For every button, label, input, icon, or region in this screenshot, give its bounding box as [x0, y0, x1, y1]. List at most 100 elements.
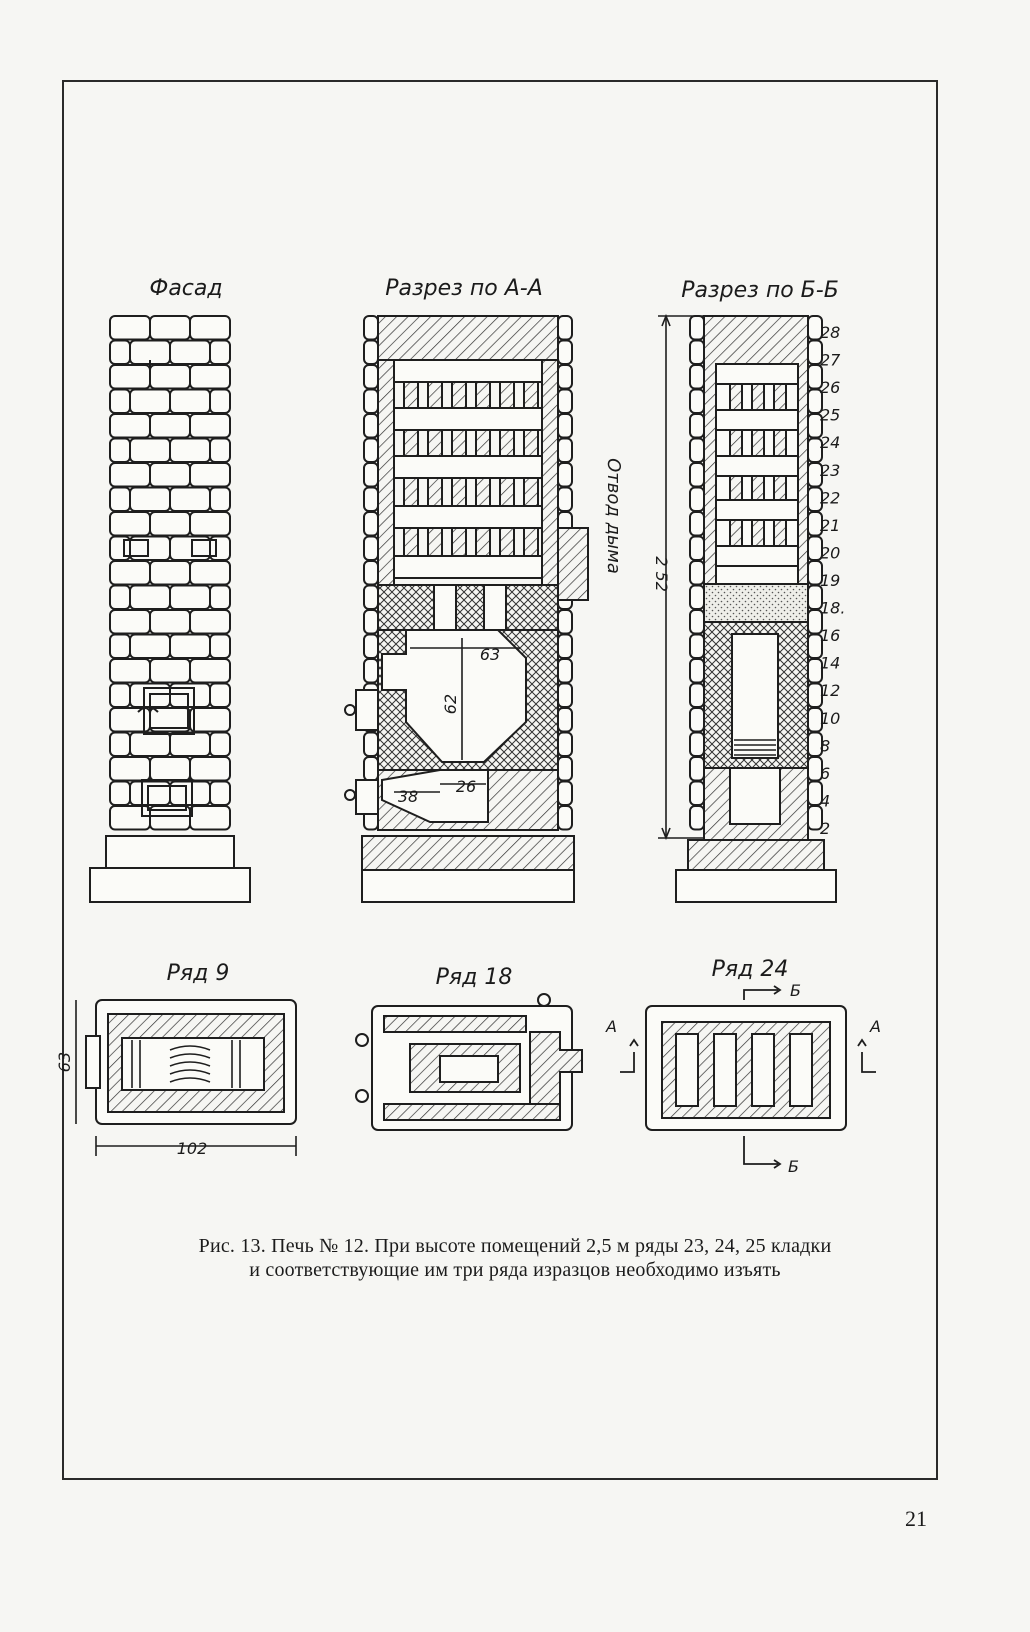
- row-number: 23: [820, 461, 840, 480]
- channel-pillar: [499, 527, 515, 557]
- facade-tile: [189, 658, 231, 684]
- ash-door-icon: [141, 779, 193, 817]
- facade-tile: [129, 633, 171, 659]
- aa-fire-door-icon: [355, 689, 379, 731]
- facade-tile: [149, 413, 191, 439]
- aa-vault-left-flue: [433, 584, 457, 631]
- facade-tile: [209, 339, 231, 365]
- row-number: 14: [820, 654, 840, 673]
- channel-pillar: [523, 429, 539, 457]
- figure-caption: Рис. 13. Печь № 12. При высоте помещений…: [70, 1234, 960, 1282]
- channel-band: [393, 359, 543, 383]
- facing-tile: [689, 462, 705, 488]
- aa-ash-door-icon: [355, 779, 379, 815]
- row9-title: Ряд 9: [167, 961, 230, 986]
- facing-tile: [363, 535, 379, 561]
- row24-channel: [713, 1033, 737, 1107]
- facing-tile: [689, 633, 705, 659]
- channel-band: [393, 407, 543, 431]
- facade-tile: [109, 805, 151, 831]
- smoke-outlet-pipe: [557, 527, 589, 601]
- facing-tile: [689, 805, 705, 831]
- ash-door-frame-icon: [147, 785, 187, 811]
- facade-tile: [109, 682, 131, 708]
- facing-tile: [363, 388, 379, 414]
- facade-tile-grid: [109, 315, 231, 831]
- facing-tile: [557, 437, 573, 463]
- aa-dimension-lines: [394, 638, 520, 793]
- facade-tile: [109, 437, 131, 463]
- channel-pillar: [475, 381, 491, 409]
- facade-tile: [209, 437, 231, 463]
- facade-tile: [129, 584, 171, 610]
- facing-tile: [557, 315, 573, 341]
- row9-grate-bars: [131, 1040, 241, 1088]
- facade-tile: [169, 437, 211, 463]
- aa-left-wall: [377, 359, 395, 591]
- frame-right-rule: [936, 80, 938, 1480]
- facade-tile: [109, 364, 151, 390]
- plan-row-9: Ряд 9 63 102: [55, 961, 297, 1158]
- facade-tile: [209, 682, 231, 708]
- plan-dim-63: 63: [55, 1052, 74, 1072]
- fire-door-frame-icon: [149, 693, 189, 729]
- facade-base: [89, 867, 251, 903]
- row-number: 28: [820, 323, 840, 342]
- facing-tile: [689, 486, 705, 512]
- facade-tile: [109, 339, 131, 365]
- row9-door-icon: [85, 1035, 101, 1089]
- channel-pillar: [403, 381, 419, 409]
- facing-tile: [363, 658, 379, 684]
- bb-channel-pillar: [773, 475, 787, 501]
- facing-tile: [689, 780, 705, 806]
- channel-band: [393, 505, 543, 529]
- bb-channel-pillar: [729, 519, 743, 547]
- facade-plinth: [105, 835, 235, 869]
- channel-pillar: [427, 429, 443, 457]
- channel-pillar: [475, 477, 491, 507]
- facing-tile: [363, 756, 379, 782]
- facing-tile: [363, 560, 379, 586]
- facing-tile: [689, 535, 705, 561]
- bb-grate-icon: [734, 739, 776, 756]
- facade-tile: [169, 339, 211, 365]
- facade-tile: [169, 388, 211, 414]
- facade-tile: [129, 486, 171, 512]
- facade-tile: [169, 633, 211, 659]
- row-number: 19: [820, 571, 840, 590]
- row24-title: Ряд 24: [712, 957, 789, 982]
- section-bb-view: Разрез по Б-Б 2: [652, 278, 845, 903]
- facade-tile: [109, 780, 131, 806]
- facade-tile: [149, 658, 191, 684]
- bb-channel-pillar: [729, 475, 743, 501]
- aa-right-wall: [541, 359, 559, 591]
- facing-tile: [557, 731, 573, 757]
- bb-channel-pillar: [751, 519, 765, 547]
- facing-tile: [689, 756, 705, 782]
- row24-channels: [675, 1033, 813, 1107]
- facade-tile: [109, 486, 131, 512]
- row18-title: Ряд 18: [436, 965, 513, 990]
- facing-tile: [363, 437, 379, 463]
- facade-tile: [129, 731, 171, 757]
- row-number: 4: [820, 791, 830, 810]
- dim-252: 2 52: [652, 556, 671, 592]
- facing-tile: [363, 486, 379, 512]
- bb-channel-pillar: [773, 519, 787, 547]
- facing-tile: [363, 584, 379, 610]
- channel-pillar: [403, 477, 419, 507]
- facade-tile: [129, 437, 171, 463]
- facing-tile: [557, 707, 573, 733]
- facade-tile: [209, 780, 231, 806]
- facing-tile: [557, 780, 573, 806]
- marker-b-top: Б: [790, 981, 801, 1000]
- row-number: 25: [820, 406, 840, 425]
- facade-tile: [109, 462, 151, 488]
- facade-tile: [109, 388, 131, 414]
- facade-tile: [109, 633, 131, 659]
- aa-ash-pit: [381, 769, 489, 823]
- facade-tile: [189, 413, 231, 439]
- facade-tile: [149, 462, 191, 488]
- bb-channel-band: [715, 455, 799, 477]
- facade-tile: [189, 560, 231, 586]
